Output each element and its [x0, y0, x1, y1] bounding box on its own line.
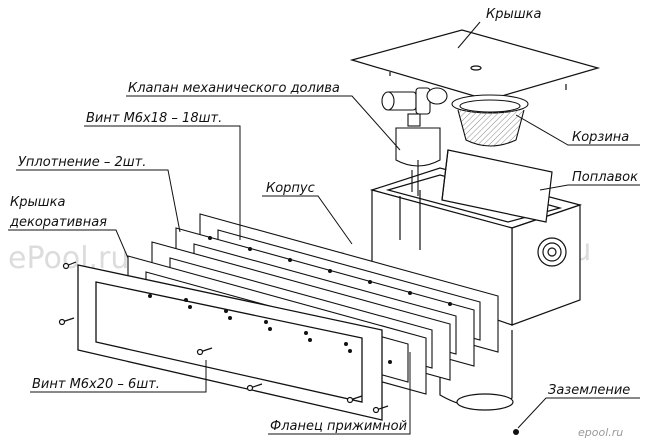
label-decor-cover-line2: декоративная	[9, 215, 107, 230]
loose-screws-m6x20	[58, 261, 389, 414]
label-float: Поплавок	[572, 170, 638, 185]
label-basket: Корзина	[572, 130, 629, 145]
grounding-point	[513, 429, 519, 435]
screw-dots	[148, 236, 452, 364]
label-body: Корпус	[266, 181, 315, 196]
label-screw-m6x20: Винт М6х20 – 6шт.	[32, 377, 160, 392]
leader-lines	[8, 21, 640, 435]
decorative-cover-plate	[77, 264, 383, 421]
label-top-lid: Крышка	[486, 7, 541, 22]
refill-valve	[381, 87, 448, 196]
label-seal: Уплотнение – 2шт.	[18, 155, 146, 170]
watermark-corner: epool.ru	[578, 426, 623, 439]
label-refill-valve: Клапан механического долива	[128, 81, 340, 96]
label-grounding: Заземление	[548, 383, 630, 398]
float	[441, 149, 553, 223]
label-pressing-flange: Фланец прижимной	[270, 419, 407, 434]
top-lid	[349, 29, 601, 101]
label-screw-m6x18: Винт М6х18 – 18шт.	[86, 111, 222, 126]
basket	[451, 94, 529, 147]
watermark-left: ePool.ru	[8, 241, 129, 276]
label-decor-cover-line1: Крышка	[10, 195, 65, 210]
